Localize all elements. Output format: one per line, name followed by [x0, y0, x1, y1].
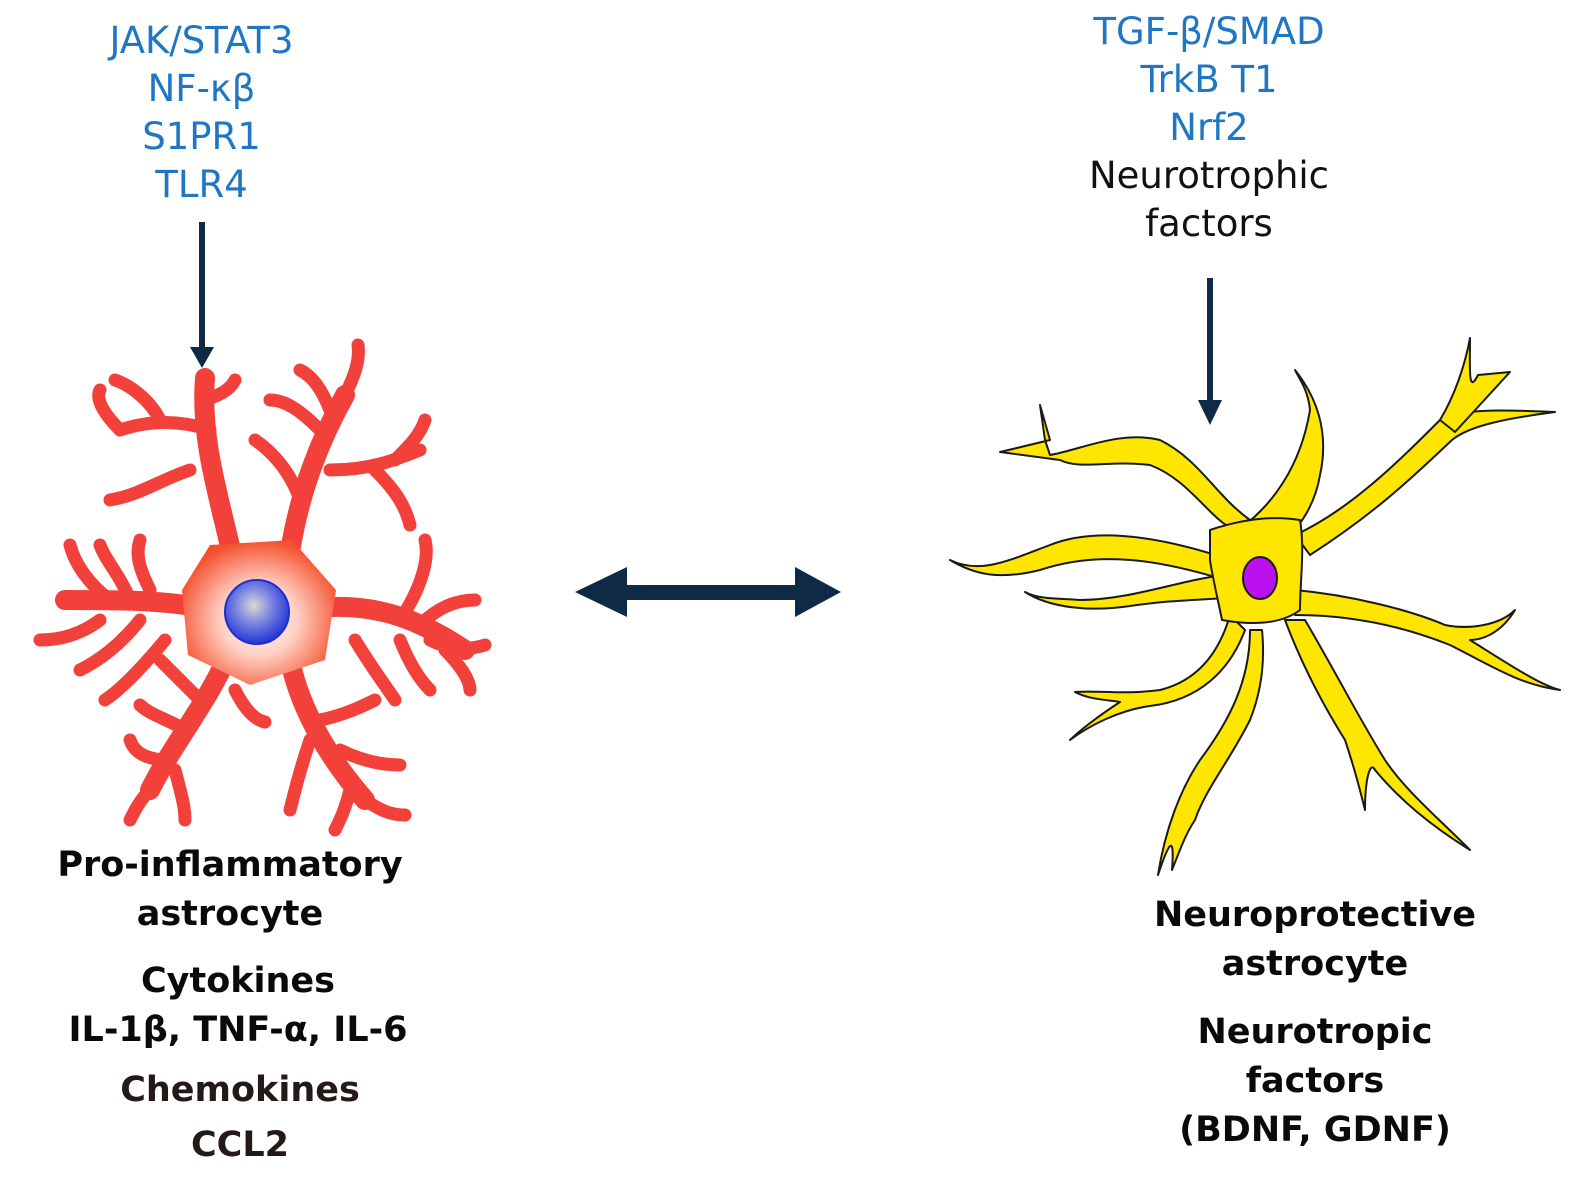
right-down-arrow: [1198, 278, 1222, 425]
left-pathway-list: JAK/STAT3 NF-κβ S1PR1 TLR4: [80, 17, 323, 209]
neurotropic-factors-block: Neurotropic factors (BDNF, GDNF): [1140, 1008, 1490, 1155]
pathway-nf-kb: NF-κβ: [147, 67, 256, 110]
neurotrophic-factors-line2: factors: [1145, 202, 1273, 245]
pathway-s1pr1: S1PR1: [142, 115, 261, 158]
astrocyte-label-left: astrocyte: [136, 894, 324, 934]
pathway-nrf2: Nrf2: [1169, 106, 1249, 149]
neuroprotective-label: Neuroprotective: [1153, 895, 1477, 935]
left-cell-label: Pro-inflammatory astrocyte: [30, 841, 430, 939]
pro-inflammatory-label: Pro-inflammatory: [57, 845, 403, 885]
chemokines-list: CCL2: [190, 1125, 290, 1165]
left-down-arrow: [190, 222, 214, 368]
pathway-tlr4: TLR4: [155, 163, 248, 206]
cytokines-list: IL-1β, TNF-α, IL-6: [68, 1010, 408, 1050]
neurotrophic-factors-line1: Neurotrophic: [1088, 154, 1330, 197]
pro-inflammatory-astrocyte-illustration: [33, 338, 492, 837]
cytokines-block: Cytokines IL-1β, TNF-α, IL-6: [30, 957, 446, 1055]
pathway-tgf-b-smad: TGF-β/SMAD: [1093, 10, 1325, 53]
neuroprotective-astrocyte-illustration: [949, 337, 1561, 876]
double-arrow-icon: [575, 567, 841, 617]
chemokines-heading: Chemokines: [120, 1070, 360, 1110]
nucleus-purple-icon: [1242, 556, 1278, 600]
chemokines-block: Chemokines CCL2: [30, 1066, 450, 1170]
astrocyte-label-right: astrocyte: [1221, 944, 1409, 984]
pathway-trkb-t1: TrkB T1: [1140, 58, 1278, 101]
neurotropic-factors-list: (BDNF, GDNF): [1179, 1110, 1451, 1150]
right-cell-label: Neuroprotective astrocyte: [1140, 891, 1490, 989]
nucleus-blue-icon: [224, 579, 290, 645]
neurotropic-heading-line1: Neurotropic: [1197, 1012, 1433, 1052]
right-pathway-list: TGF-β/SMAD TrkB T1 Nrf2 Neurotrophic fac…: [1070, 8, 1348, 248]
cytokines-heading: Cytokines: [140, 961, 336, 1001]
neurotropic-heading-line2: factors: [1245, 1061, 1385, 1101]
pathway-jak-stat3: JAK/STAT3: [109, 19, 294, 62]
